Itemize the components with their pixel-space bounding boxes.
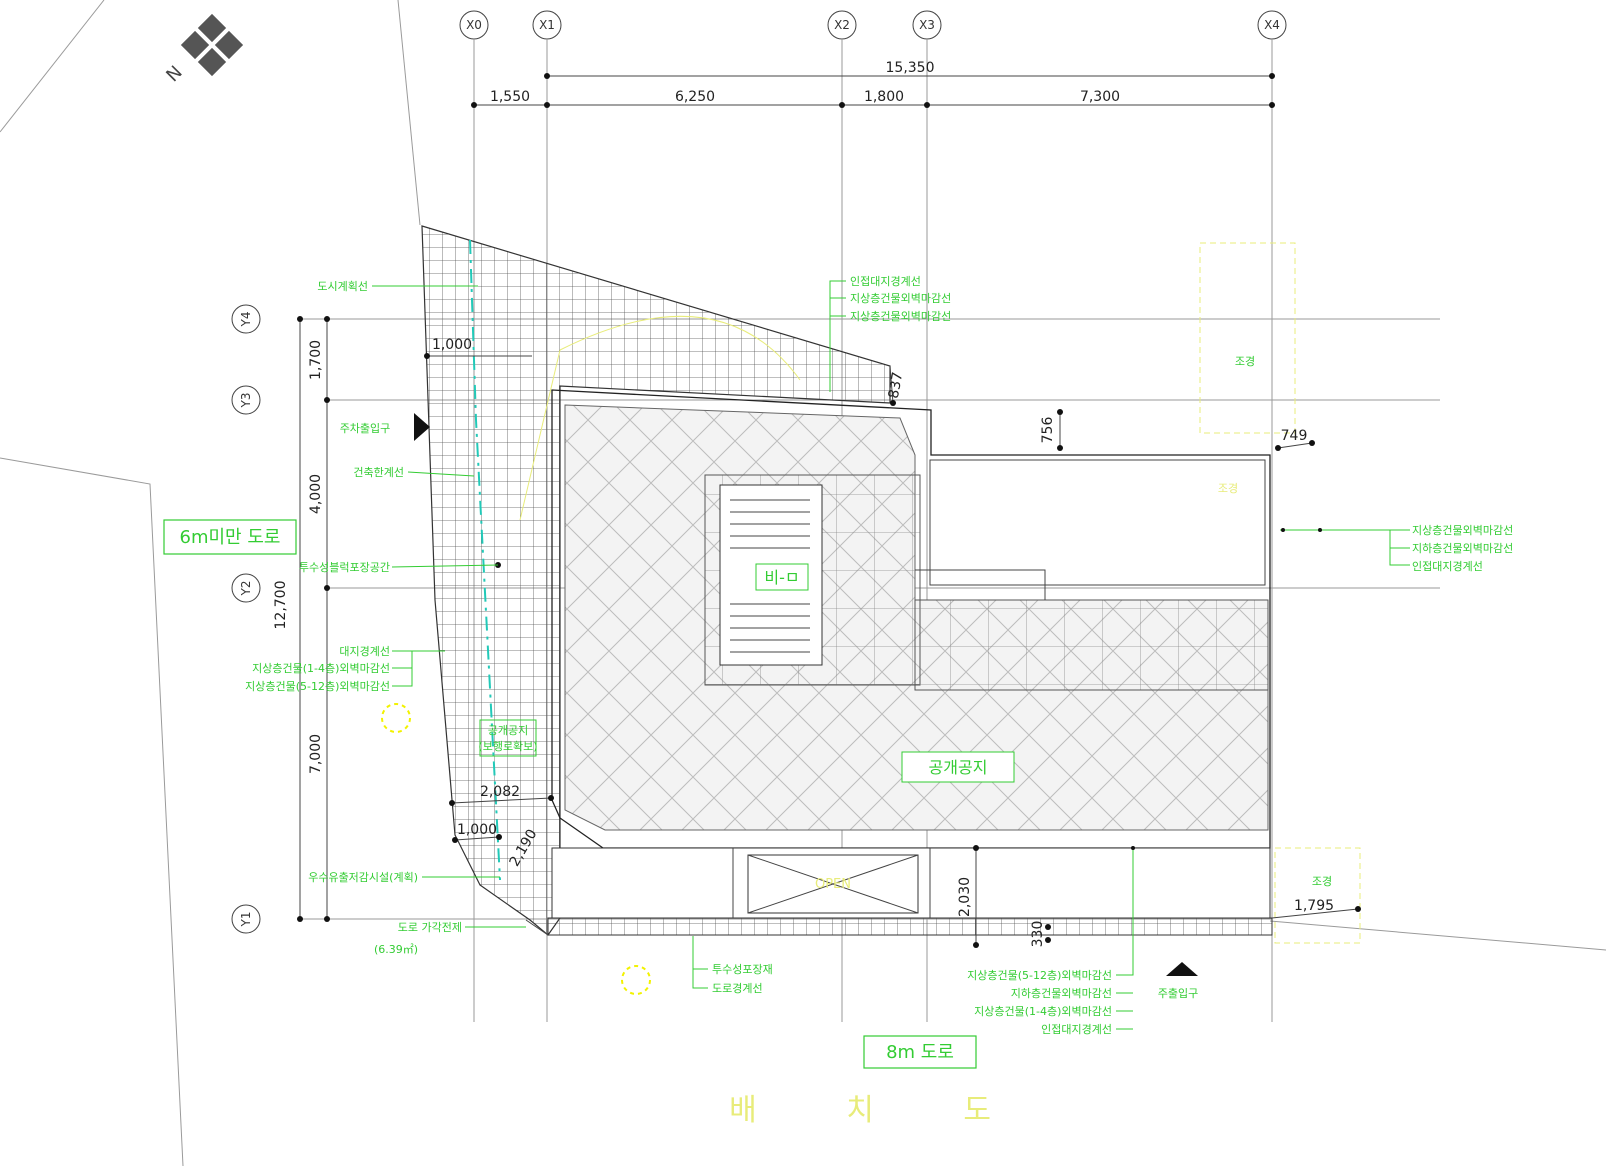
dim-misc-6: 1,000 [457, 822, 497, 838]
upper-floor-outlines [519, 242, 1361, 944]
parking-label: 비-ㅁ [764, 568, 799, 587]
dim-y-span-1: 1,700 [308, 340, 324, 380]
drawing-title: 배 치 도 [729, 1093, 1031, 1128]
note-greenery-1: 공개공지 [488, 724, 528, 737]
axis-x3: X3 [919, 18, 935, 32]
main-entrance-arrow [1166, 962, 1198, 976]
note-north-top-2: 지상층건물외벽마감선 [850, 292, 951, 305]
dim-misc-4: 749 [1281, 428, 1308, 444]
north-arrow-label: N [162, 62, 186, 86]
axis-x4: X4 [1264, 18, 1280, 32]
yellow-markers [381, 703, 651, 995]
main-entrance-label: 주출입구 [1158, 987, 1198, 1000]
note-south-left-2: 도로경계선 [712, 982, 763, 995]
left-dimension-lines [297, 316, 330, 922]
x-axis-bubbles [459, 10, 1287, 105]
dim-misc-5: 2,082 [480, 784, 520, 800]
axis-x0: X0 [466, 18, 482, 32]
dim-y-span-2: 4,000 [308, 474, 324, 514]
dim-y-span-3: 7,000 [308, 734, 324, 774]
dim-misc-1: 1,000 [432, 337, 472, 353]
dim-x-span-2: 6,250 [675, 89, 715, 105]
axis-x1: X1 [539, 18, 555, 32]
south-road-box [863, 1035, 977, 1069]
public-space-label: 공개공지 [929, 758, 988, 777]
site-boundary [421, 225, 1273, 936]
note-west-1: 도시계획선 [317, 280, 368, 293]
note-east-1: 지상층건물외벽마감선 [1412, 524, 1513, 537]
dim-misc-2: 837 [886, 371, 906, 400]
note-north-top-3: 지상층건물외벽마감선 [850, 310, 951, 323]
dim-misc-3: 756 [1040, 417, 1056, 444]
west-road-label: 6m미만 도로 [180, 527, 281, 548]
note-east-3: 인접대지경계선 [1412, 560, 1483, 573]
axis-y2: Y2 [239, 581, 253, 597]
note-west-3: 투수성블럭포장공간 [299, 561, 390, 574]
dim-overall-x: 15,350 [886, 60, 935, 76]
note-north-top-1: 인접대지경계선 [850, 275, 921, 288]
east-note-leaders [1280, 528, 1410, 566]
dim-misc-9: 330 [1030, 921, 1046, 948]
note-east-2: 지하층건물외벽마감선 [1412, 541, 1513, 555]
landscape-southeast-label: 조경 [1312, 875, 1332, 888]
note-west-2: 건축한계선 [353, 466, 404, 479]
parking-entrance-label: 주차출입구 [340, 422, 391, 435]
parking-box [755, 563, 809, 591]
note-road-cut-2: (6.39㎡) [374, 943, 418, 956]
y-axis-bubbles [231, 304, 261, 934]
west-note-leaders [372, 285, 500, 878]
dim-x-span-3: 1,800 [864, 89, 904, 105]
note-west-5: 지상층건물(1-4층)외벽마감선 [252, 662, 390, 675]
axis-y1: Y1 [239, 912, 253, 928]
north-arrow [180, 13, 244, 77]
public-space-box [901, 751, 1015, 783]
open-label: OPEN [815, 877, 851, 892]
building-footprint [551, 389, 1271, 919]
axis-y3: Y3 [239, 393, 253, 409]
axis-y4: Y4 [239, 312, 253, 328]
dim-x-span-1: 1,550 [490, 89, 530, 105]
dim-overall-y: 12,700 [273, 581, 289, 630]
dim-x-span-4: 7,300 [1080, 89, 1120, 105]
dim-misc-8: 2,030 [957, 877, 973, 917]
parking-entrance-arrow [414, 413, 430, 441]
note-west-6: 지상층건물(5-12층)외벽마감선 [245, 680, 390, 693]
dim-misc-10: 1,795 [1294, 898, 1334, 914]
note-south-left-1: 투수성포장재 [712, 963, 773, 976]
south-right-leaders [1116, 846, 1135, 1030]
note-west-7: 우수유출저감시설(계획) [308, 871, 418, 884]
misc-dimension-lines [424, 353, 1361, 948]
greenery-box [479, 719, 537, 757]
south-road-label: 8m 도로 [886, 1042, 954, 1063]
note-west-4: 대지경계선 [339, 645, 390, 658]
top-dimension-lines [471, 73, 1275, 108]
note-south-right-3: 지상층건물(1-4층)외벽마감선 [974, 1005, 1112, 1018]
landscape-east-label: 조경 [1218, 482, 1238, 495]
note-south-right-4: 인접대지경계선 [1041, 1023, 1112, 1036]
note-south-right-2: 지하층건물외벽마감선 [1011, 986, 1112, 1000]
landscape-north-label: 조경 [1235, 355, 1255, 368]
note-greenery-2: (보행로확보) [478, 740, 537, 753]
south-left-leaders [692, 936, 708, 989]
north-top-leaders [829, 280, 846, 392]
axis-x2: X2 [834, 18, 850, 32]
note-road-cut-1: 도로 가각전제 [398, 921, 462, 934]
west-road-box [163, 519, 297, 555]
note-south-right-1: 지상층건물(5-12층)외벽마감선 [967, 969, 1112, 982]
